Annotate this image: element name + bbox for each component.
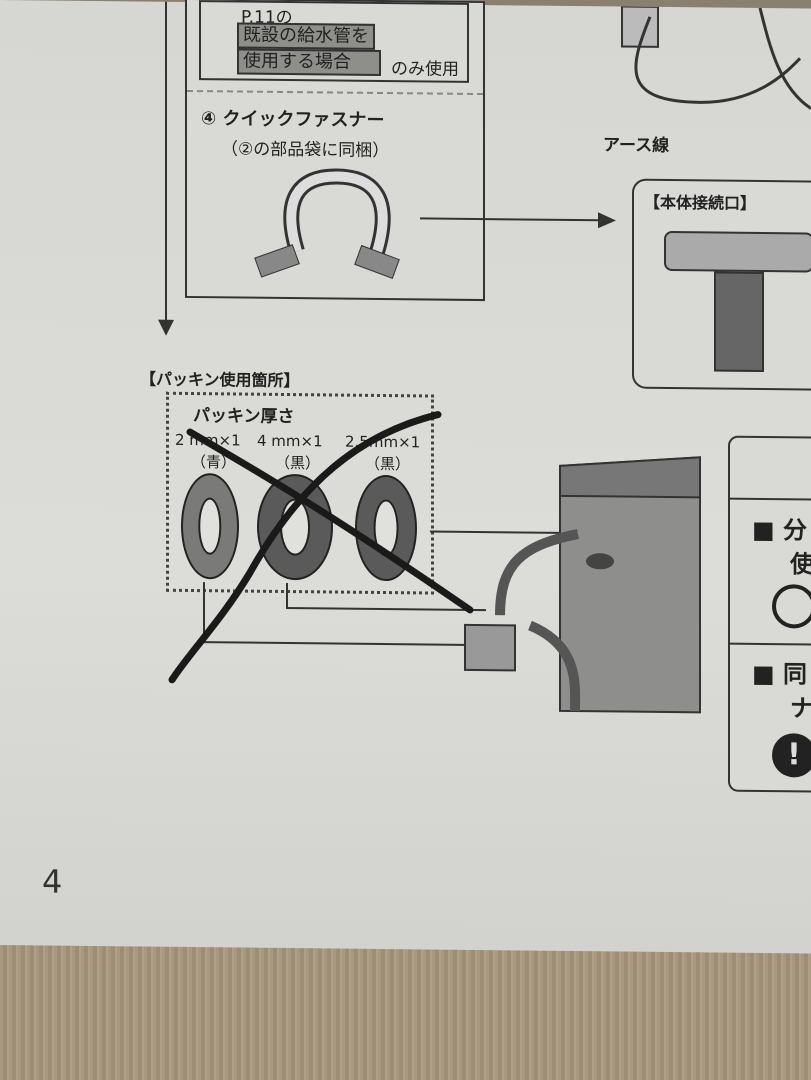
notice-row1b: 使: [790, 550, 811, 579]
prohibited-icon: [772, 584, 811, 629]
parts-box: P.11の 既設の給水管を 使用する場合 のみ使用 ④ クイックファスナー （②…: [185, 0, 485, 302]
notice-row2: ■ 同: [752, 659, 808, 689]
washing-machine-illustration: [464, 456, 701, 714]
right-notice-panel: ■ 分 使 ■ 同 ナ !: [728, 435, 811, 793]
divider: [730, 497, 811, 501]
earth-wire-illustration: [621, 5, 811, 110]
warning-icon: !: [772, 733, 811, 778]
notice-row1: ■ 分: [752, 515, 808, 545]
divider: [730, 642, 811, 646]
page-number: 4: [42, 862, 63, 901]
quick-fastener-illustration: [254, 168, 400, 279]
manual-page: P.11の 既設の給水管を 使用する場合 のみ使用 ④ クイックファスナー （②…: [0, 0, 811, 953]
cross-out-marks: [168, 411, 474, 684]
notice-row2b: ナ: [790, 694, 811, 723]
